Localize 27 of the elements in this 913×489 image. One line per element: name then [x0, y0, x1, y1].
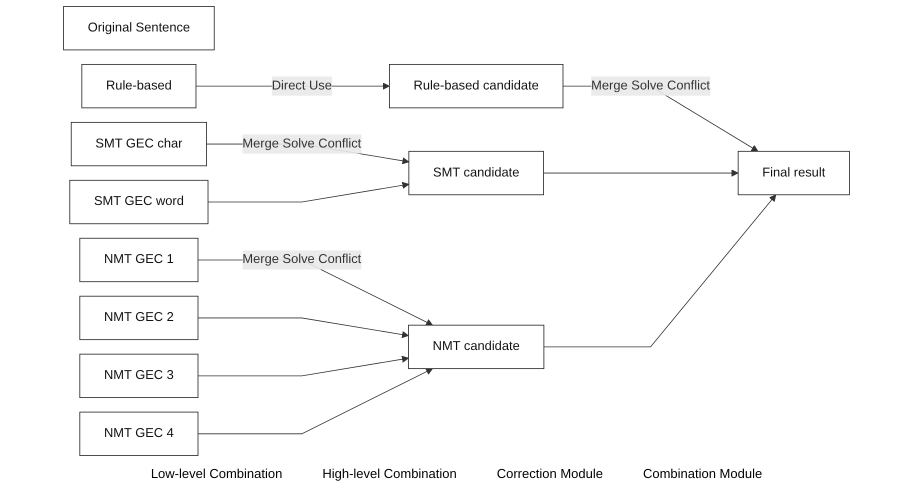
- edge-label: Merge Solve Conflict: [242, 252, 362, 266]
- edge-label: Direct Use: [272, 78, 332, 93]
- edge-label: Merge Solve Conflict: [242, 136, 362, 151]
- bracket-caption: Correction Module: [496, 466, 603, 481]
- node-box: [81, 64, 196, 108]
- bracket-caption: Low-level Combination: [150, 466, 282, 481]
- node-box: [79, 296, 198, 340]
- arrow: [198, 356, 409, 376]
- flowchart-diagram: Direct Use Merge Solve Conflict Merge Solve Conflict Merge Solve Conflict Original Sentence Rule-based SMT GEC char SMT GEC word NMT GEC 1 NMT GEC 2 NMT GEC 3 NMT GEC 4 Rule-based candidate SMT candidate NMT candidate Final result: [0, 0, 913, 462]
- arrow: [543, 170, 738, 177]
- bracket-caption: Combination Module: [642, 466, 762, 481]
- node-box: [408, 150, 544, 196]
- edge-label: Merge Solve Conflict: [591, 78, 710, 93]
- arrow: [543, 194, 776, 348]
- node-box: [408, 324, 544, 370]
- arrow: [198, 368, 433, 434]
- node-box: [79, 412, 198, 456]
- bracket-caption: High-level Combination: [322, 466, 457, 481]
- arrow: [208, 182, 410, 202]
- node-box: [69, 180, 208, 224]
- node-box: [63, 6, 215, 50]
- arrow: [198, 318, 409, 338]
- node-box: [738, 150, 850, 196]
- node-box: [79, 238, 198, 282]
- node-box: [389, 64, 564, 108]
- node-box: [79, 354, 198, 398]
- node-box: [70, 122, 207, 166]
